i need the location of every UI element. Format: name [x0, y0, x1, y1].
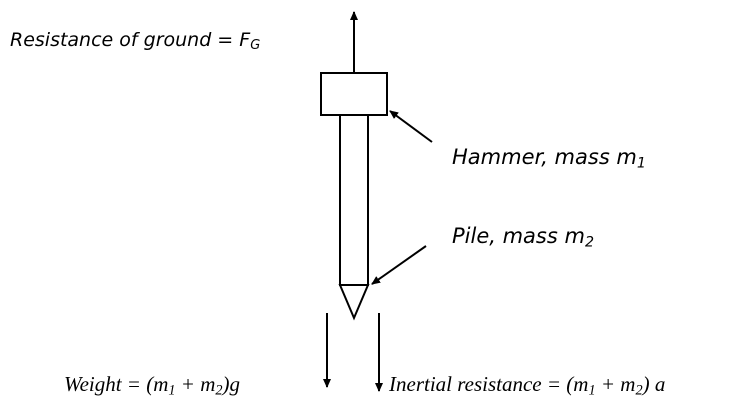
weight-subscript-2: 2: [215, 382, 223, 399]
inertial-text-post: ) a: [642, 372, 666, 396]
weight-text-post: )g: [222, 372, 241, 396]
pile-shaft: [339, 114, 369, 286]
weight-text-mid: + m: [175, 372, 216, 396]
inertial-resistance-label: Inertial resistance = (m1 + m2) a: [389, 372, 666, 399]
pile-label: Pile, mass m2: [452, 224, 595, 251]
inertial-subscript-2: 2: [635, 382, 643, 399]
weight-subscript-1: 1: [168, 382, 176, 399]
hammer-pointer-arrow: [389, 110, 433, 143]
pile-pointer-arrow: [371, 245, 427, 285]
inertial-text-pre: Inertial resistance = (m: [389, 372, 589, 396]
hammer-subscript: 1: [636, 155, 646, 172]
inertial-subscript-1: 1: [588, 382, 596, 399]
pile-subscript: 2: [584, 234, 595, 251]
ground-resistance-text: Resistance of ground = F: [10, 29, 251, 51]
inertial-text-mid: + m: [595, 372, 636, 396]
hammer-block: [320, 72, 388, 116]
ground-resistance-subscript: G: [250, 38, 261, 54]
ground-resistance-label: Resistance of ground = FG: [10, 29, 261, 54]
pile-tip: [338, 284, 370, 321]
hammer-text: Hammer, mass m: [452, 145, 637, 169]
weight-label: Weight = (m1 + m2)g: [64, 372, 241, 399]
pile-text: Pile, mass m: [452, 224, 585, 248]
hammer-label: Hammer, mass m1: [452, 145, 646, 172]
weight-text-pre: Weight = (m: [64, 372, 169, 396]
